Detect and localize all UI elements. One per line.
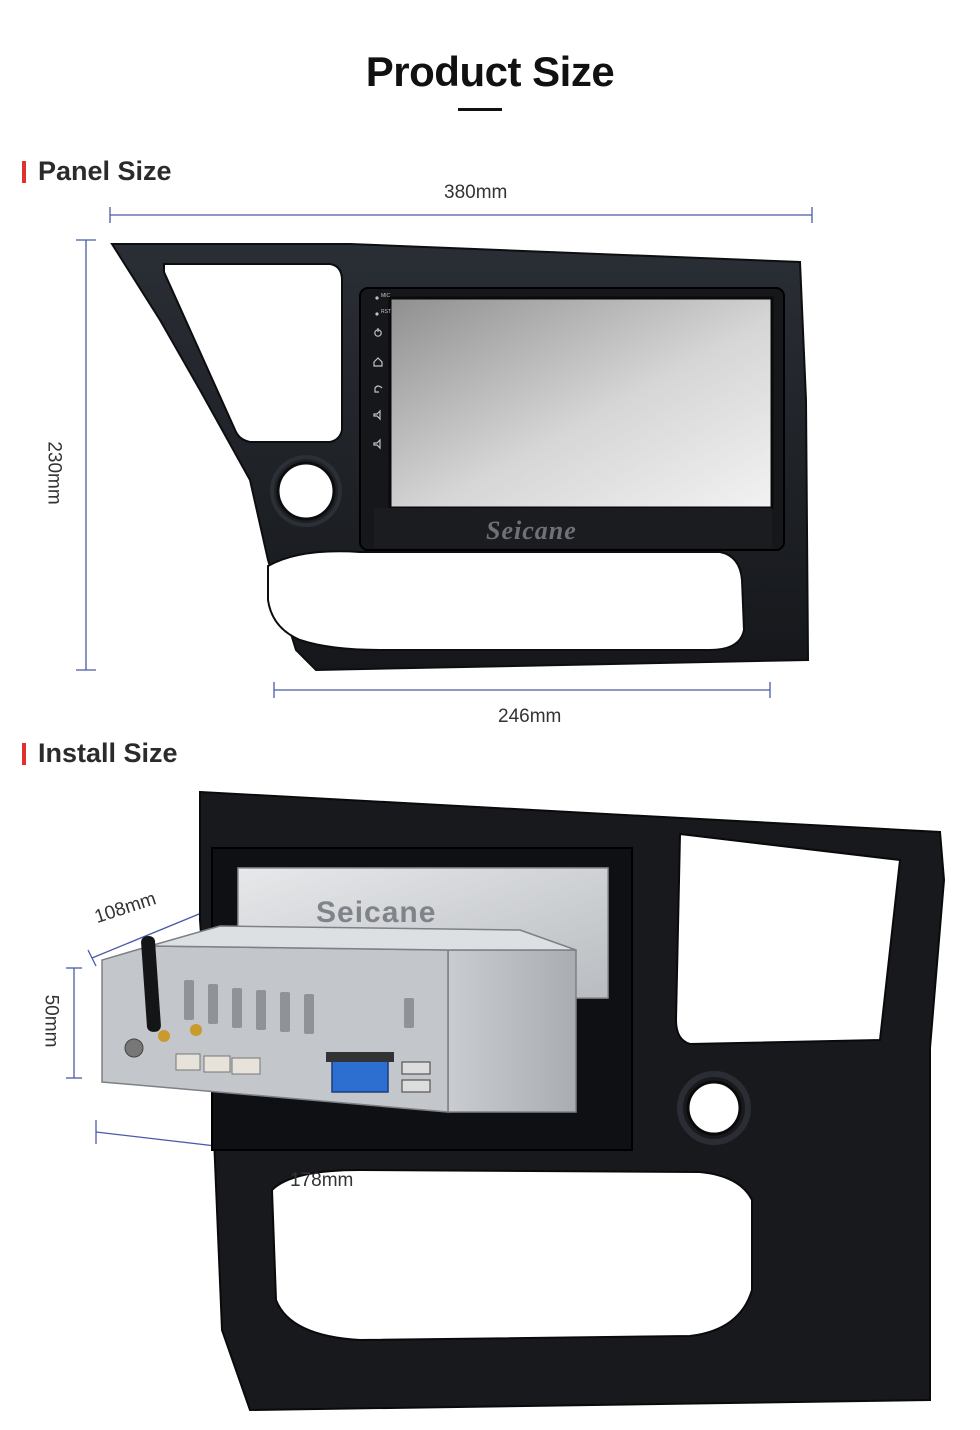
home-icon: [373, 357, 383, 367]
power-icon: [374, 328, 382, 337]
heading-accent-bar: [22, 160, 26, 183]
mic-label: MIC: [381, 293, 391, 299]
head-unit-chassis: [101, 925, 577, 1113]
install-height-label: 50mm: [40, 994, 62, 1048]
panel-brand-logo: Seicane: [486, 516, 577, 545]
head-unit-side-buttons: [375, 296, 379, 316]
panel-size-heading-text: Panel Size: [38, 156, 172, 186]
dimension-line-50: [66, 967, 82, 1079]
volume-down-icon: [373, 438, 381, 450]
panel-size-heading: Panel Size: [22, 156, 172, 187]
install-size-heading: Install Size: [22, 738, 178, 769]
install-size-heading-text: Install Size: [38, 738, 178, 768]
heading-accent-bar: [22, 742, 26, 765]
dimension-line-246: [273, 682, 771, 698]
dimension-line-380: [109, 207, 813, 223]
panel-width-bottom-label: 246mm: [498, 706, 562, 727]
panel-height-left-label: 230mm: [43, 441, 65, 505]
dimension-line-230: [76, 239, 96, 671]
title-underline: [458, 108, 502, 111]
page-title: Product Size: [365, 48, 615, 95]
install-width-label: 178mm: [290, 1170, 354, 1191]
panel-width-top-label: 380mm: [444, 182, 508, 203]
install-brand-logo: Seicane: [316, 896, 437, 929]
rst-label: RST: [381, 309, 391, 315]
head-unit-bezel: [359, 287, 785, 551]
back-icon: [374, 385, 383, 393]
volume-up-icon: [373, 409, 381, 421]
